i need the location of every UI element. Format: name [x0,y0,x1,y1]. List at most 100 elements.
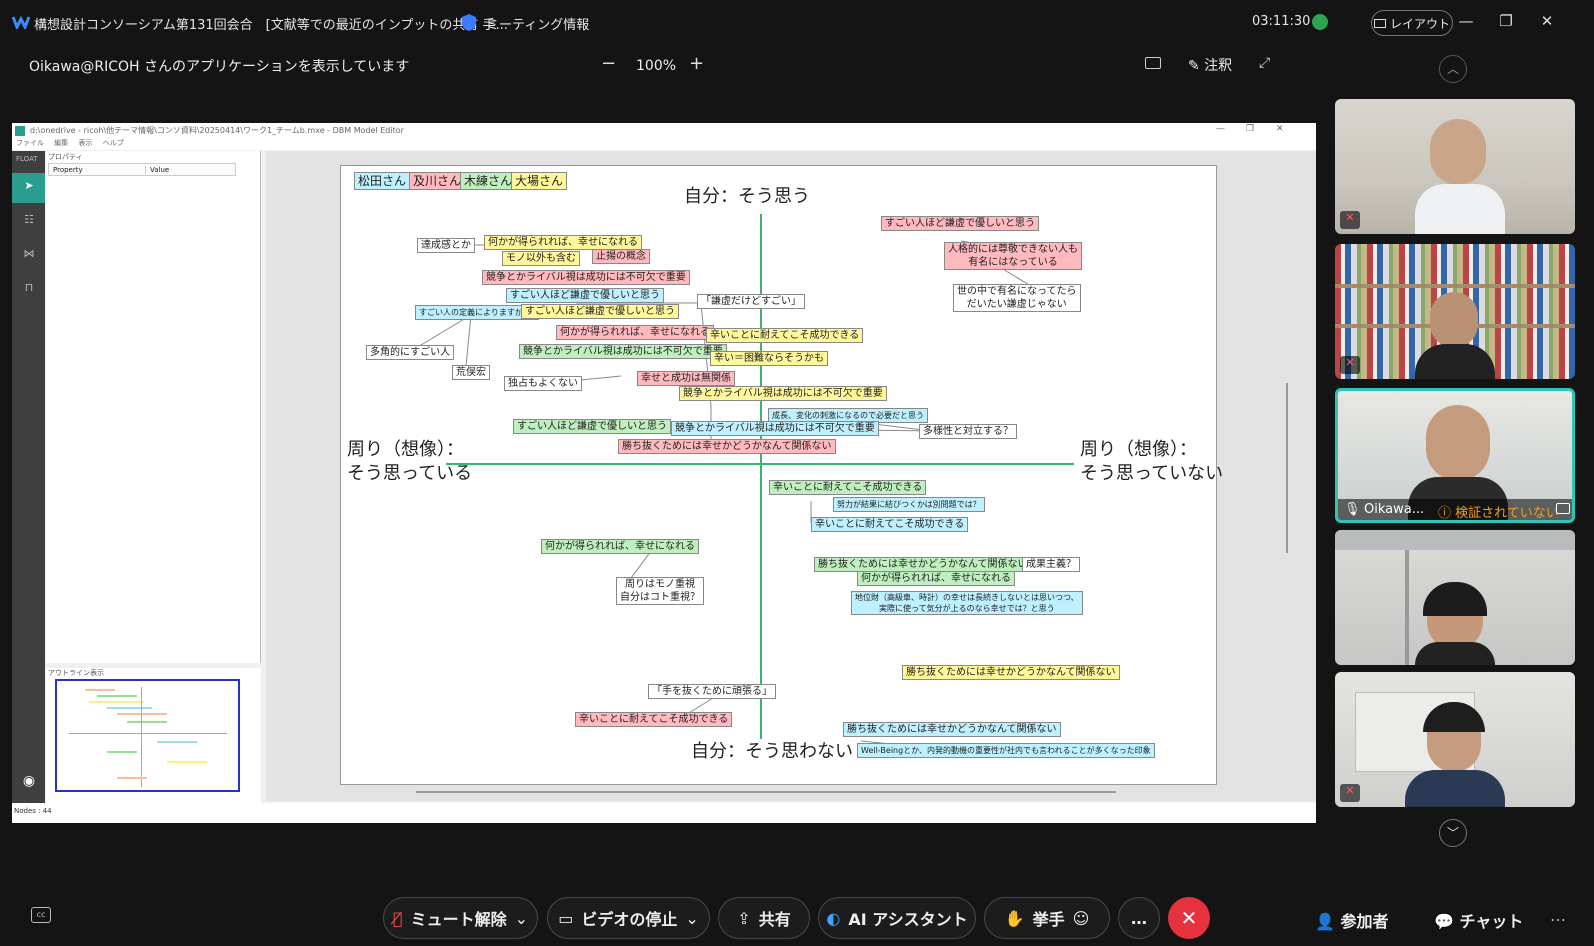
diagram-node[interactable]: 世の中で有名になってたら だいたい謙虚じゃない [953,284,1081,312]
layout-button[interactable]: レイアウト [1371,10,1453,36]
axis-label-left-2: そう思っている [347,463,473,484]
node-line: 自分はコト重視？ [620,592,700,603]
diagram-node[interactable]: 競争とかライバル視は成功には不可欠で重要 [671,421,879,436]
app-minimize-icon[interactable]: — [1216,124,1225,134]
more-icon: … [1131,908,1147,928]
diagram-node[interactable]: 辛いことに耐えてこそ成功できる [706,328,864,343]
diagram-node[interactable]: 「謙虚だけどすごい」 [697,294,805,309]
menu-edit[interactable]: 編集 [54,139,69,147]
leave-meeting-button[interactable]: ✕ [1168,897,1210,939]
diagram-node[interactable]: すごい人ほど謙虚で優しいと思う [513,419,671,434]
bookmark-icon[interactable]: ⊓ [24,281,34,294]
remote-control-icon[interactable] [1145,57,1161,69]
diagram-node[interactable]: 周りはモノ重視 自分はコト重視？ [616,577,704,605]
diagram-node[interactable]: 多角的にすごい人 [366,345,455,360]
people-icon[interactable]: ☷ [24,213,34,226]
captions-icon[interactable]: cc [31,907,51,923]
raise-hand-button[interactable]: ✋ 挙手 ☺ [984,897,1110,939]
share-button[interactable]: ⇪ 共有 [718,897,810,939]
diagram-node[interactable]: 辛い＝困難ならそうかも [710,351,828,366]
diagram-node[interactable]: すごい人の定義によりますが、、 [415,305,539,320]
app-title-bar: d:\onedrive - ricoh\他テーマ情報\コンソ資料\2025041… [12,123,1316,138]
restore-icon[interactable]: ❐ [1499,12,1513,30]
network-status-icon[interactable] [1312,14,1328,30]
zoom-in-icon[interactable]: + [689,53,705,74]
ai-assistant-button[interactable]: ◐ AI アシスタント [818,897,976,939]
diagram-node[interactable]: 何かが得られれば、幸せになれる [484,235,642,250]
diagram-node[interactable]: 勝ち抜くためには幸せかどうかなんて関係ない [814,557,1032,572]
vertical-scrollbar[interactable] [1286,383,1288,553]
participant-tile[interactable] [1335,530,1575,665]
title-bar: 構想設計コンソーシアム第131回会合 [文献等での最近のインプットの共有 手..… [0,0,1594,46]
meeting-info-link[interactable]: ミーティング情報 [486,18,590,33]
chevron-down-icon[interactable]: ⌄ [514,908,529,928]
outline-panel: アウトライン表示 [46,668,261,803]
diagram-node[interactable]: すごい人ほど謙虚で優しいと思う [881,216,1039,231]
close-window-icon[interactable]: ✕ [1540,12,1554,30]
reactions-icon[interactable]: ☺ [1072,908,1090,928]
more-icon[interactable]: … [1550,906,1566,925]
cursor-icon[interactable]: ➤ [24,179,34,192]
diagram-node[interactable]: 何かが得られれば、幸せになれる [541,539,699,554]
menu-help[interactable]: ヘルプ [102,139,124,147]
diagram-node[interactable]: 荒俣宏 [452,365,490,380]
diagram-node[interactable]: 辛いことに耐えてこそ成功できる [769,480,927,495]
scroll-down-icon[interactable]: ﹀ [1439,819,1467,847]
diagram-node[interactable]: 人格的には尊敬できない人も 有名にはなっている [944,242,1082,270]
diagram-node[interactable]: 勝ち抜くためには幸せかどうかなんて関係ない [843,722,1061,737]
participant-tile[interactable]: ✕ [1335,244,1575,379]
diagram-node[interactable]: すごい人ほど謙虚で優しいと思う [521,304,679,319]
webex-logo-icon [12,15,30,29]
more-options-button[interactable]: … [1118,897,1160,939]
zoom-out-icon[interactable]: − [601,53,617,74]
stop-video-button[interactable]: ▭ ビデオの停止 ⌄ [547,897,710,939]
diagram-node[interactable]: 地位財（高級車、時計）の幸せは長続きしないとは思いつつ、 実際に使って気分が上る… [851,591,1083,615]
eye-icon[interactable]: ◉ [22,773,36,789]
connector-icon[interactable]: ⋈ [23,247,35,260]
node-line: 地位財（高級車、時計）の幸せは長続きしないとは思いつつ、 [855,593,1079,602]
shield-icon[interactable] [461,13,477,32]
minimize-icon[interactable]: — [1458,12,1474,30]
raise-hand-label: 挙手 [1032,910,1065,929]
scroll-up-icon[interactable]: ︿ [1439,55,1467,83]
axis-label-right-2: そう思っていない [1080,463,1224,484]
select-tool-active[interactable] [12,173,45,203]
menu-file[interactable]: ファイル [16,139,44,147]
diagram-node[interactable]: 達成感とか [417,238,475,253]
outline-preview[interactable] [55,679,240,792]
diagram-node[interactable]: 競争とかライバル視は成功には不可欠で重要 [482,270,690,285]
participant-tile[interactable]: ✕ [1335,672,1575,807]
chevron-down-icon[interactable]: ⌄ [685,908,699,928]
diagram-node[interactable]: 独占もよくない [504,376,582,391]
diagram-node[interactable]: 辛いことに耐えてこそ成功できる [575,712,733,727]
diagram-node[interactable]: 止揚の概念 [592,249,650,264]
diagram-node[interactable]: すごい人ほど謙虚で優しいと思う [506,288,664,303]
diagram-node[interactable]: 多様性と対立する？ [919,424,1017,439]
unverified-status: ⓘ 検証されていない [1438,502,1559,520]
diagram-node[interactable]: 競争とかライバル視は成功には不可欠で重要 [679,386,887,401]
diagram-node[interactable]: 努力が結果に結びつくかは別問題では？ [833,497,985,512]
node-line: 人格的には尊敬できない人も [948,244,1078,255]
diagram-node[interactable]: モノ以外も含む [502,251,580,266]
chat-button[interactable]: 💬 チャット [1434,908,1523,932]
app-close-icon[interactable]: ✕ [1276,124,1284,134]
diagram-node[interactable]: 幸せと成功は無関係 [637,371,735,386]
diagram-node[interactable]: 競争とかライバル視は成功には不可欠で重要 [519,344,727,359]
diagram-node[interactable]: 勝ち抜くためには幸せかどうかなんて関係ない [618,439,836,454]
unmute-button[interactable]: 🎙̸ ミュート解除 ⌄ [383,897,538,939]
diagram-node[interactable]: Well-Beingとか、内発的動機の重要性が社内でも言われることが多くなった印… [857,743,1155,758]
diagram-node[interactable]: 辛いことに耐えてこそ成功できる [811,517,969,532]
participant-tile[interactable]: ✕ [1335,99,1575,234]
annotate-button[interactable]: ✎ 注釈 [1188,55,1232,75]
diagram-node[interactable]: 何かが得られれば、幸せになれる [857,571,1015,586]
app-restore-icon[interactable]: ❐ [1246,124,1255,134]
horizontal-scrollbar[interactable] [416,791,1116,793]
participants-button[interactable]: 👤 参加者 [1315,908,1389,932]
diagram-node[interactable]: 「手を抜くために頑張る」 [648,684,776,699]
diagram-node[interactable]: 勝ち抜くためには幸せかどうかなんて関係ない [902,665,1120,680]
diagram-node[interactable]: 何かが得られれば、幸せになれる [556,325,714,340]
fullscreen-icon[interactable]: ⤢ [1259,55,1271,71]
diagram-node[interactable]: 成果主義？ [1022,557,1080,572]
participant-tile-active[interactable]: 🎙 Oikawa... ⓘ 検証されていない [1335,388,1575,523]
menu-view[interactable]: 表示 [78,139,93,147]
